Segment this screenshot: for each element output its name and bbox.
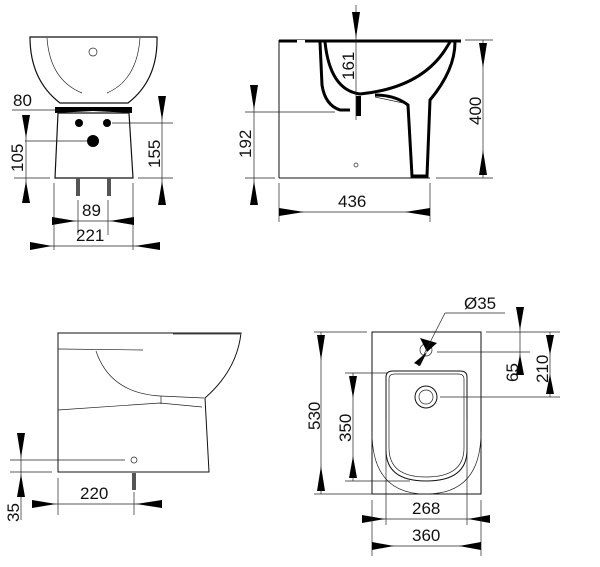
tap-hole-icon — [88, 47, 98, 57]
side-view: 161 192 400 436 — [236, 5, 493, 222]
side-back-view: 35 220 — [4, 332, 242, 522]
dim-268: 268 — [412, 499, 440, 518]
dim-221: 221 — [76, 226, 104, 245]
dim-360: 360 — [412, 526, 440, 545]
dim-192: 192 — [236, 130, 255, 158]
drain-icon — [414, 385, 438, 409]
bolt-icon — [132, 473, 136, 490]
floor-fix-icon — [353, 162, 359, 168]
dim-436: 436 — [338, 192, 366, 211]
dim-35: 35 — [4, 503, 23, 522]
dim-400: 400 — [466, 97, 485, 125]
fixing-hole-icon — [103, 119, 111, 127]
dim-diameter-35: Ø35 — [464, 294, 496, 313]
dim-89: 89 — [82, 201, 101, 220]
dim-80: 80 — [13, 91, 32, 110]
bolt-icon — [107, 178, 111, 196]
drain-hole-icon — [87, 135, 99, 147]
top-view: Ø35 65 210 530 350 268 — [305, 294, 560, 556]
dim-105: 105 — [8, 144, 27, 172]
bolt-icon — [76, 178, 80, 196]
dim-210: 210 — [533, 355, 552, 383]
dim-161: 161 — [339, 52, 358, 80]
dim-350: 350 — [336, 414, 355, 442]
fixing-hole-icon — [75, 119, 83, 127]
dim-220: 220 — [80, 484, 108, 503]
fixing-hole-icon — [130, 456, 138, 464]
mounting-band — [55, 107, 132, 113]
dim-65: 65 — [503, 363, 522, 382]
dim-155: 155 — [145, 140, 164, 168]
front-view: 80 105 155 89 221 — [8, 36, 173, 250]
dim-530: 530 — [305, 402, 324, 430]
